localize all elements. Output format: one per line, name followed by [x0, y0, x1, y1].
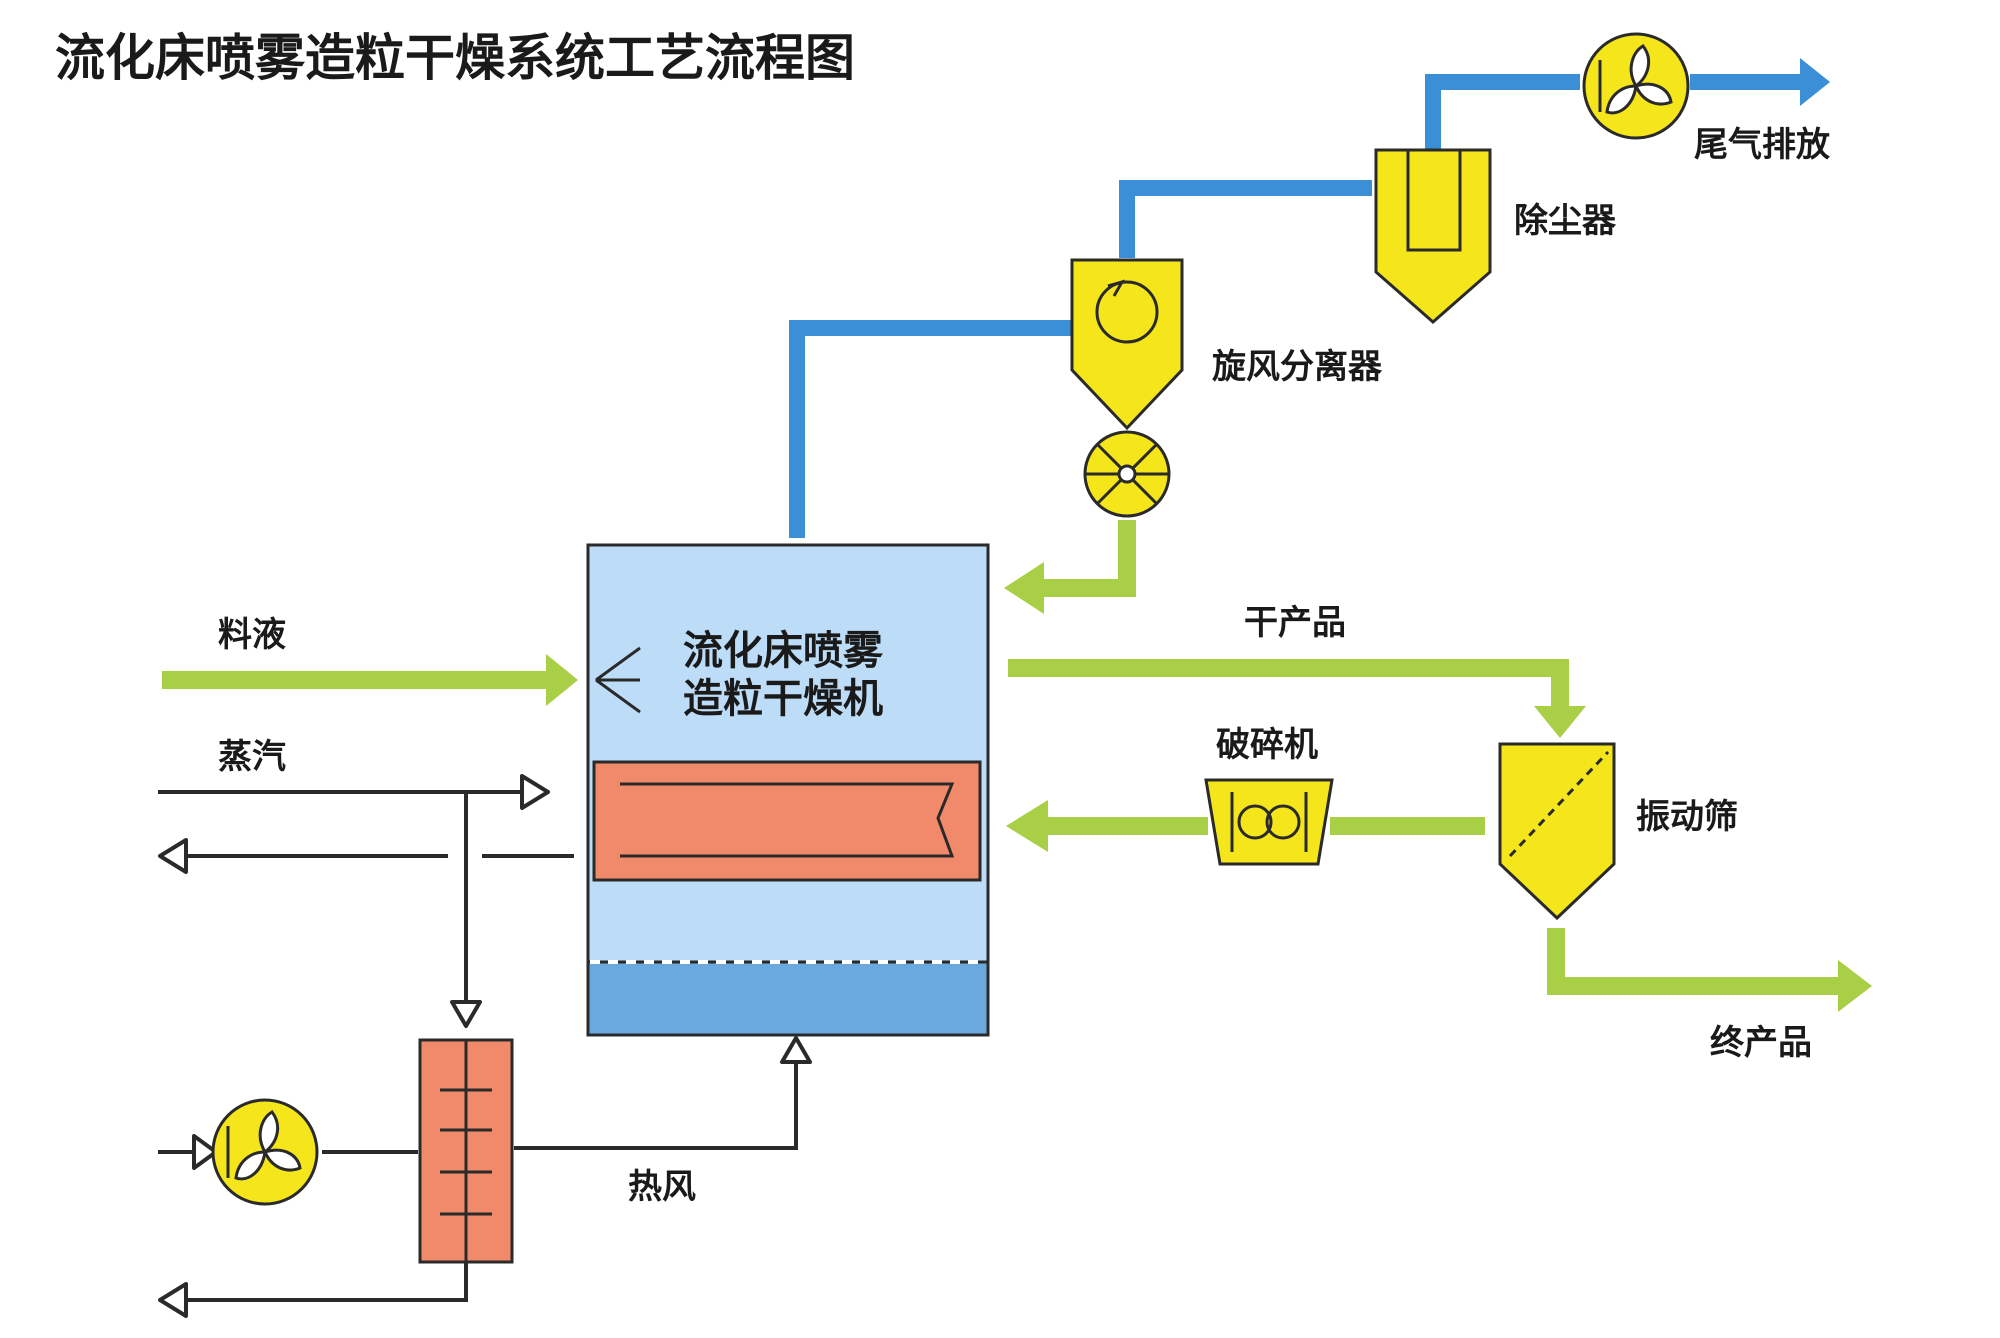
label-feed-liquid: 料液: [218, 615, 286, 655]
label-hot-air: 热风: [628, 1167, 696, 1207]
label-final-product: 终产品: [1710, 1023, 1812, 1063]
crusher-return-arrow-head: [1006, 800, 1048, 852]
exhaust-fan: [1582, 32, 1690, 140]
heater-condensate-arrow: [158, 1282, 188, 1318]
hot-air-line: [514, 1062, 798, 1150]
pipe-dust-to-fan: [1425, 74, 1580, 150]
dry-product-arrow-head: [1534, 706, 1586, 738]
coil-line: [620, 782, 955, 858]
dryer-label-line2: 造粒干燥机: [683, 676, 883, 722]
diagram-title: 流化床喷雾造粒干燥系统工艺流程图: [55, 29, 855, 87]
hot-air-arrow: [780, 1036, 812, 1064]
pipe-dryer-to-cyclone: [789, 320, 1072, 538]
vibrating-screen: [1498, 742, 1616, 921]
steam-lines: [158, 790, 798, 1302]
air-inlet-arrow: [192, 1134, 218, 1170]
heater-condensate-line: [188, 1262, 468, 1302]
label-vibrating-screen: 振动筛: [1636, 797, 1738, 837]
fan-icon: [211, 1098, 319, 1206]
label-crusher: 破碎机: [1216, 725, 1318, 765]
fluid-bed-dryer: 流化床喷雾 造粒干燥机: [586, 543, 990, 1037]
dry-product-flow: [1008, 659, 1569, 710]
label-exhaust: 尾气排放: [1694, 125, 1830, 165]
crusher: [1204, 778, 1334, 866]
final-product-arrow-head: [1838, 960, 1872, 1012]
roller-icon: [1230, 792, 1308, 852]
steam-supply-arrow: [520, 774, 550, 810]
steam-arrow-heads: [158, 774, 812, 1318]
cyclone-return-flow: [1040, 520, 1136, 597]
final-product-flow: [1547, 928, 1840, 995]
internal-heat-exchanger: [592, 760, 982, 882]
material-flows: [162, 520, 1840, 995]
dryer-body: [586, 543, 990, 965]
rotary-valve-icon: [1083, 430, 1171, 518]
material-arrow-heads: [546, 562, 1872, 1012]
label-steam: 蒸汽: [218, 737, 286, 777]
steam-down-arrow: [450, 1000, 482, 1028]
cyclone-return-arrow-head: [1004, 562, 1044, 614]
feed-arrow-head: [546, 654, 578, 706]
label-dust-collector: 除尘器: [1514, 201, 1617, 241]
cyclone-separator: [1070, 258, 1184, 431]
dryer-label-line1: 流化床喷雾: [683, 628, 884, 674]
swirl-icon: [1095, 279, 1159, 344]
label-cyclone: 旋风分离器: [1212, 347, 1383, 387]
air-heater: [418, 1038, 514, 1264]
label-dry-product: 干产品: [1244, 603, 1346, 643]
pipe-cyclone-to-dust: [1119, 180, 1372, 258]
exhaust-arrow-head: [1800, 58, 1830, 106]
condensate-arrow: [158, 838, 188, 874]
dust-collector: [1374, 148, 1492, 324]
spray-nozzle-icon: [595, 646, 641, 714]
dryer-bed: [586, 960, 990, 1037]
air-pipes: [789, 74, 1800, 538]
